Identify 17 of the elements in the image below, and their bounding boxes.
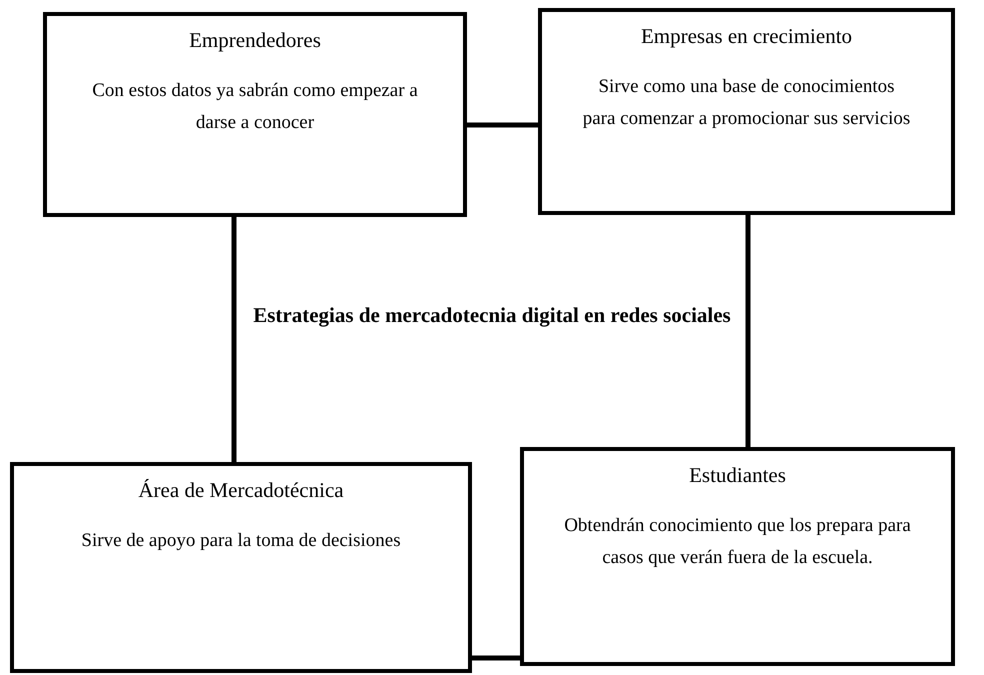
box-heading: Emprendedores xyxy=(188,28,322,53)
text-box xyxy=(538,8,955,215)
box-description: Obtendrán conocimiento que los prepara para casos que verán fuera de la escuela. xyxy=(564,514,911,570)
box-description: Con estos datos ya sabrán como empezar a darse a conocer xyxy=(91,79,419,135)
diagram-title: Estrategias de mercadotecnia digital en redes sociales xyxy=(252,302,732,329)
connector-line xyxy=(232,217,236,462)
text-box xyxy=(520,447,955,666)
box-description: Sirve de apoyo para la toma de decisiones xyxy=(80,529,402,553)
box-heading: Área de Mercadotécnica xyxy=(137,478,345,503)
box-heading: Empresas en crecimiento xyxy=(640,24,854,49)
box-description: Sirve como una base de conocimientos para comenzar a promocionar sus servicios xyxy=(582,75,911,131)
box-heading: Estudiantes xyxy=(688,463,787,488)
connector-line xyxy=(746,215,750,447)
connector-line xyxy=(467,122,538,128)
connector-line xyxy=(472,656,520,660)
text-box xyxy=(10,462,472,673)
text-box xyxy=(43,12,467,217)
